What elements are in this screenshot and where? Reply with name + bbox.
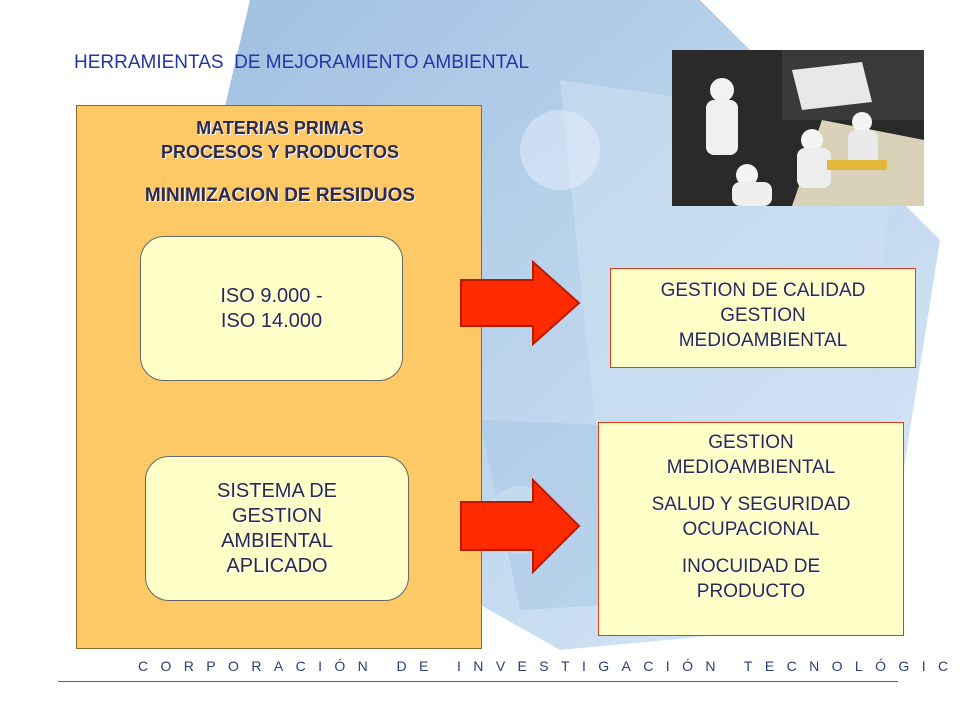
sistema-line-4: APLICADO — [226, 554, 328, 577]
footer-divider — [58, 681, 898, 682]
medioambiental-line-2: MEDIOAMBIENTAL — [666, 457, 836, 478]
iso-line-1: ISO 9.000 - — [220, 284, 323, 307]
medioambiental-line-3: SALUD Y SEGURIDAD — [651, 494, 851, 515]
sistema-gestion-pill: SISTEMA DE GESTION AMBIENTAL APLICADO — [145, 456, 409, 601]
main-box-line-minimizacion: MINIMIZACION DE RESIDUOS — [144, 185, 416, 206]
sistema-line-2: GESTION — [231, 504, 322, 527]
gestion-calidad-box: GESTION DE CALIDAD GESTION MEDIOAMBIENTA… — [610, 268, 916, 368]
medioambiental-line-4: OCUPACIONAL — [682, 519, 820, 540]
footer-organization-name: CORPORACIÓN DE INVESTIGACIÓN TECNOLÓGICA — [138, 658, 960, 674]
sistema-line-1: SISTEMA DE — [216, 479, 338, 502]
iso-standards-pill: ISO 9.000 - ISO 14.000 — [140, 236, 403, 381]
gestion-calidad-line-3: MEDIOAMBIENTAL — [678, 330, 848, 351]
main-box-line-materias: MATERIAS PRIMAS — [196, 118, 364, 138]
medioambiental-line-6: PRODUCTO — [696, 581, 806, 602]
page-title: HERRAMIENTAS DE MEJORAMIENTO AMBIENTAL — [74, 52, 530, 73]
sistema-line-3: AMBIENTAL — [221, 529, 333, 552]
iso-line-2: ISO 14.000 — [220, 309, 323, 332]
workers-photo — [672, 50, 924, 206]
gestion-calidad-line-2: GESTION — [720, 305, 806, 326]
right-arrow-icon-bottom — [460, 477, 581, 575]
gestion-calidad-line-1: GESTION DE CALIDAD — [660, 280, 866, 301]
main-box-line-procesos: PROCESOS Y PRODUCTOS — [160, 142, 400, 162]
right-arrow-icon-top — [460, 259, 581, 347]
medioambiental-line-5: INOCUIDAD DE — [681, 556, 821, 577]
food-processing-workers-photo-icon — [672, 50, 924, 206]
medioambiental-line-1: GESTION — [708, 432, 794, 453]
gestion-medioambiental-box: GESTION MEDIOAMBIENTAL SALUD Y SEGURIDAD… — [598, 422, 904, 636]
